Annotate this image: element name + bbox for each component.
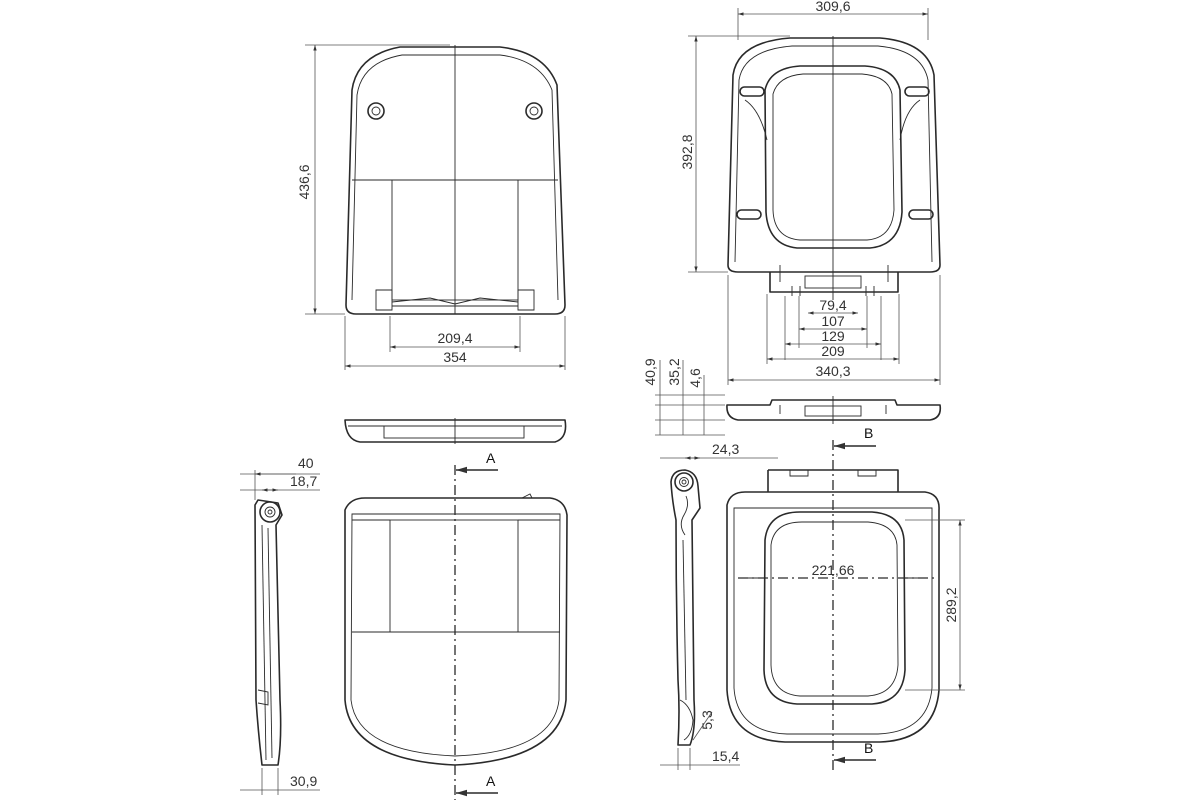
- seat-side-dimensions: 24,3 15,4 5,3: [660, 441, 778, 770]
- lid-top-view: [345, 45, 566, 315]
- dim-354: 354: [443, 349, 467, 365]
- section-label-a-bottom: A: [486, 773, 496, 789]
- dim-24-3: 24,3: [712, 441, 739, 457]
- dim-340-3: 340,3: [815, 363, 850, 379]
- dim-40-9: 40,9: [642, 358, 658, 385]
- hinge-slot-tr: [904, 86, 930, 97]
- section-b-bottom: B: [834, 740, 876, 764]
- section-a-top: A: [456, 450, 498, 474]
- dim-15-4: 15,4: [712, 748, 739, 764]
- dim-79-4: 79,4: [819, 297, 846, 313]
- dim-221-66: 221,66: [812, 562, 855, 578]
- section-label-b-bottom: B: [864, 740, 873, 756]
- seat-bottom-dimensions: 221,66 289,2: [812, 519, 965, 691]
- lid-top-dimensions: 436,6 209,4 354: [296, 44, 566, 370]
- dim-209-4: 209,4: [437, 330, 472, 346]
- mount-hole-left: [367, 102, 385, 120]
- section-b-top: B: [834, 425, 876, 450]
- lid-front-view: [344, 418, 567, 444]
- hinge-slot-tl: [739, 86, 765, 97]
- seat-top-dimensions: 309,6 392,8 79,4 107 129 209 340,3: [679, 0, 941, 385]
- dim-5-3: 5,3: [699, 710, 715, 730]
- seat-bottom-view: [726, 440, 940, 770]
- dim-40: 40: [298, 455, 314, 471]
- dim-35-2: 35,2: [666, 358, 682, 385]
- dim-4-6: 4,6: [687, 368, 703, 388]
- dim-392-8: 392,8: [679, 134, 695, 169]
- dim-30-9: 30,9: [290, 773, 317, 789]
- seat-top-view: [727, 36, 941, 300]
- dim-18-7: 18,7: [290, 473, 317, 489]
- seat-front-dimensions: 40,9 35,2 4,6: [642, 358, 725, 436]
- seat-front-view: [726, 396, 942, 424]
- section-label-b-top: B: [864, 425, 873, 441]
- mount-hole-right: [525, 102, 543, 120]
- dim-129: 129: [821, 328, 845, 344]
- hinge-slot-br: [908, 209, 934, 220]
- dim-309-6: 309,6: [815, 0, 850, 14]
- hinge-slot-bl: [736, 209, 762, 220]
- section-label-a-top: A: [486, 450, 496, 466]
- lid-bottom-view: [344, 465, 568, 800]
- dim-289-2: 289,2: [943, 587, 959, 622]
- dim-436-6: 436,6: [296, 164, 312, 199]
- lid-side-dimensions: 40 18,7 30,9: [240, 455, 320, 795]
- dim-209: 209: [821, 343, 845, 359]
- lid-side-view: [254, 499, 283, 766]
- section-a-bottom: A: [456, 773, 498, 797]
- dim-107: 107: [821, 313, 845, 329]
- seat-side-view: [670, 469, 701, 746]
